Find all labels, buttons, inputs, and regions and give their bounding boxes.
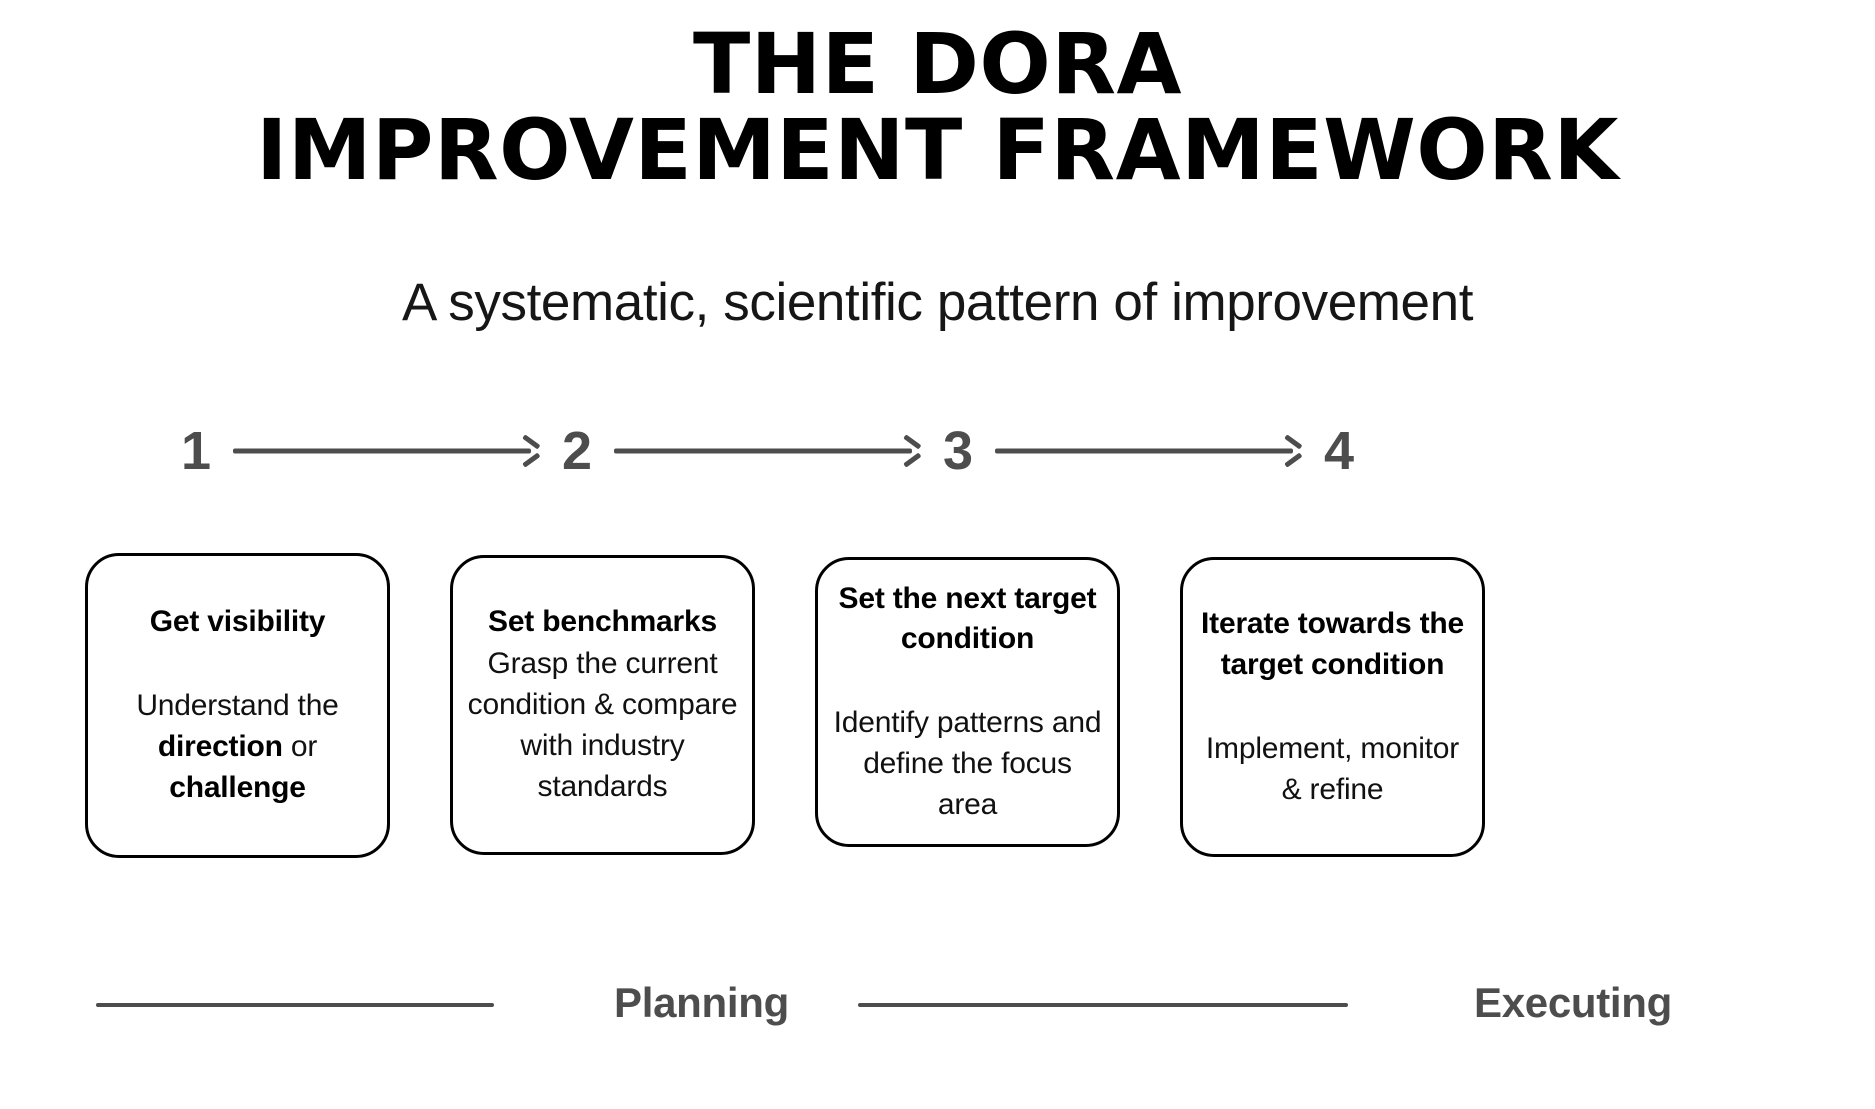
step-sequence: 1 2 3 4 bbox=[175, 418, 1360, 484]
arrow-head bbox=[901, 441, 921, 461]
card-4-body: Implement, monitor & refine bbox=[1205, 731, 1460, 806]
framework-card-2: Set benchmarks Grasp the current conditi… bbox=[450, 555, 755, 855]
framework-card-3: Set the next target condition Identify p… bbox=[815, 557, 1120, 847]
phase-bar: Planning Executing bbox=[0, 975, 1875, 1045]
phase-label-planning: Planning bbox=[614, 979, 789, 1026]
framework-card-1: Get visibility Understand the direction … bbox=[85, 553, 390, 858]
card-1-body-prefix: Understand the bbox=[136, 689, 339, 723]
step-number-4: 4 bbox=[1323, 421, 1355, 481]
card-2-heading: Set benchmarks bbox=[488, 605, 717, 639]
title-line-1: THE DORA bbox=[692, 15, 1183, 113]
card-3-body: Identify patterns and define the focus a… bbox=[833, 706, 1102, 822]
arrow-shaft bbox=[995, 448, 1293, 454]
arrow-right-icon-3 bbox=[995, 440, 1302, 462]
arrow-right-icon-2 bbox=[614, 440, 921, 462]
framework-card-4: Iterate towards the target condition Imp… bbox=[1180, 557, 1485, 857]
arrow-head bbox=[1282, 441, 1302, 461]
card-2-body: Grasp the current condition & compare wi… bbox=[467, 647, 738, 804]
arrow-right-icon-1 bbox=[233, 440, 540, 462]
phase-label-executing: Executing bbox=[1474, 979, 1673, 1026]
step-number-1: 1 bbox=[180, 421, 212, 481]
arrow-shaft bbox=[614, 448, 912, 454]
card-1-body-bold-challenge: challenge bbox=[169, 771, 306, 805]
page-title: THE DORA IMPROVEMENT FRAMEWORK bbox=[0, 15, 1875, 199]
title-line-2: IMPROVEMENT FRAMEWORK bbox=[256, 100, 1619, 199]
card-1-heading: Get visibility bbox=[149, 605, 326, 639]
card-1-body-bold-direction: direction bbox=[157, 730, 283, 764]
arrow-shaft bbox=[233, 448, 531, 454]
card-4-heading: Iterate towards the target condition bbox=[1201, 607, 1464, 681]
page-subtitle: A systematic, scientific pattern of impr… bbox=[401, 273, 1474, 332]
phase-line-left bbox=[96, 1003, 494, 1007]
arrow-head bbox=[520, 441, 540, 461]
card-1-body: Understand the direction or challenge bbox=[102, 685, 373, 808]
step-number-3: 3 bbox=[942, 421, 974, 481]
card-1-body-middle: or bbox=[282, 730, 318, 764]
framework-cards: Get visibility Understand the direction … bbox=[85, 553, 1490, 913]
card-3-heading: Set the next target condition bbox=[838, 581, 1097, 656]
step-number-2: 2 bbox=[561, 421, 593, 481]
phase-line-right bbox=[858, 1003, 1348, 1007]
